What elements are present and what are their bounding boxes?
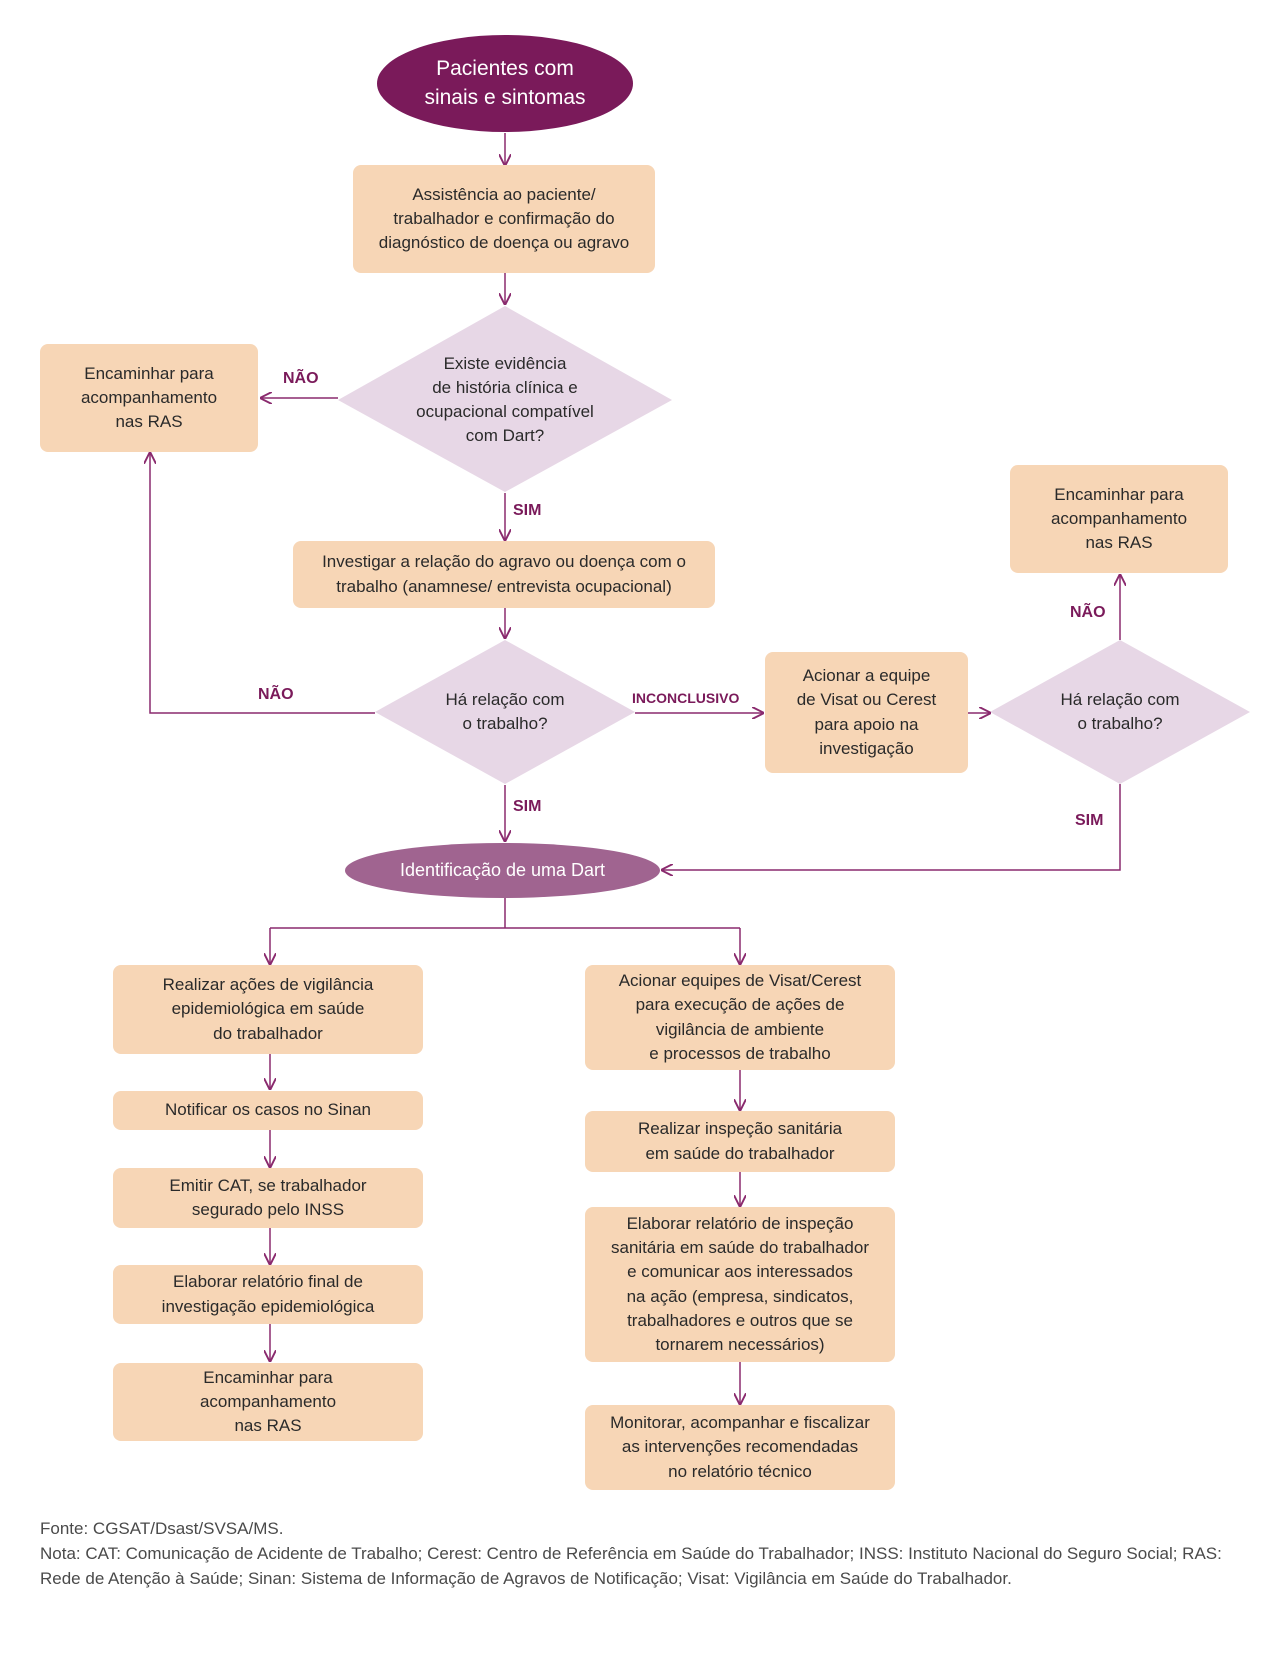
decision-evidencia-text: Existe evidência de história clínica e o…	[416, 353, 594, 446]
left-step-3-box: Emitir CAT, se trabalhador segurado pelo…	[113, 1168, 423, 1228]
right-step-4-box: Monitorar, acompanhar e fiscalizar as in…	[585, 1405, 895, 1490]
decision-diamond-relacao-2	[990, 640, 1250, 784]
label-sim-relacao-2: SIM	[1075, 812, 1104, 829]
right-step-1-box: Acionar equipes de Visat/Cerest para exe…	[585, 965, 895, 1070]
split-identificacao	[270, 898, 740, 929]
decision-diamond-evidencia	[338, 306, 672, 492]
label-inconclusivo: INCONCLUSIVO	[632, 690, 740, 706]
left-step-2-box: Notificar os casos no Sinan	[113, 1091, 423, 1130]
ras-right-box: Encaminhar para acompanhamento nas RAS	[1010, 465, 1228, 573]
label-sim-evidencia: SIM	[513, 502, 542, 519]
left-step-5-box: Encaminhar para acompanhamento nas RAS	[113, 1363, 423, 1441]
label-nao-relacao-2: NÃO	[1070, 604, 1106, 621]
footer-note: Nota: CAT: Comunicação de Acidente de Tr…	[40, 1544, 1222, 1588]
decision-diamond-relacao	[375, 640, 635, 784]
assistencia-box: Assistência ao paciente/ trabalhador e c…	[353, 165, 655, 273]
left-step-1-box: Realizar ações de vigilância epidemiológ…	[113, 965, 423, 1054]
acionar-visat-box: Acionar a equipe de Visat ou Cerest para…	[765, 652, 968, 773]
label-nao-evidencia: NÃO	[283, 370, 319, 387]
left-step-4-box: Elaborar relatório final de investigação…	[113, 1265, 423, 1324]
decision-relacao-text: Há relação com o trabalho?	[445, 689, 565, 733]
start-oval: Pacientes com sinais e sintomas	[377, 35, 633, 132]
arrow-relacao-nao-to-ras	[150, 453, 375, 714]
label-nao-relacao: NÃO	[258, 686, 294, 703]
footer-source: Fonte: CGSAT/Dsast/SVSA/MS.	[40, 1519, 284, 1538]
investigar-box: Investigar a relação do agravo ou doença…	[293, 541, 715, 608]
arrow-decision-2-sim-to-identificacao	[662, 784, 1121, 870]
label-sim-relacao: SIM	[513, 798, 542, 815]
ras-left-box: Encaminhar para acompanhamento nas RAS	[40, 344, 258, 452]
identificacao-oval: Identificação de uma Dart	[345, 843, 660, 898]
decision-relacao-2-text: Há relação com o trabalho?	[1060, 689, 1180, 733]
right-step-3-box: Elaborar relatório de inspeção sanitária…	[585, 1207, 895, 1362]
right-step-2-box: Realizar inspeção sanitária em saúde do …	[585, 1111, 895, 1172]
